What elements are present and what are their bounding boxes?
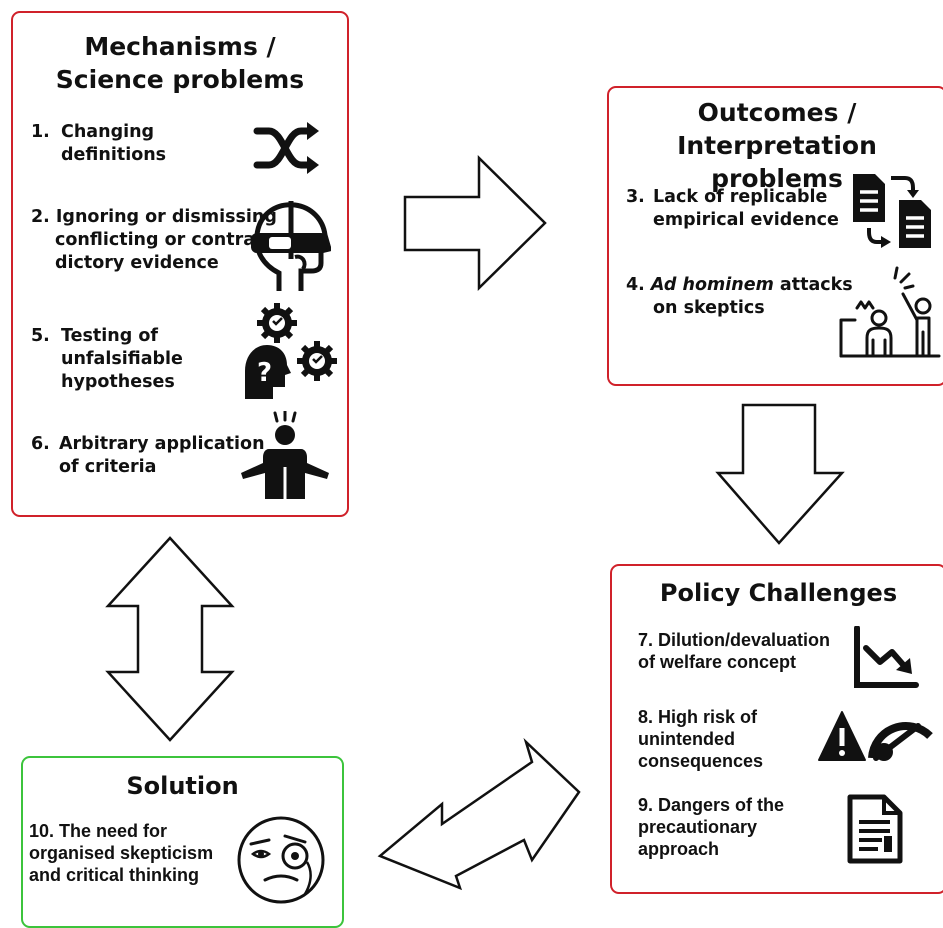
mechanisms-title: Mechanisms / Science problems	[55, 32, 305, 94]
solution-box: Solution 10. The need for organised skep…	[21, 756, 344, 928]
copy-documents-icon	[853, 174, 931, 248]
outcome-item-3: 3.Lack of replicable empirical evidence	[626, 187, 839, 230]
right-arrow	[403, 155, 547, 291]
svg-text:?: ?	[257, 358, 272, 388]
solution-title: Solution	[126, 772, 239, 800]
policy-box: Policy Challenges 7. Dilution/devaluatio…	[610, 564, 943, 894]
declining-chart-icon	[854, 626, 919, 688]
mechanism-item-1: 1.Changing definitions	[31, 122, 167, 165]
vertical-double-arrow	[105, 536, 235, 742]
mechanisms-box: Mechanisms / Science problems 1.Changing…	[11, 11, 349, 517]
warning-gauge-icon	[818, 711, 933, 761]
outcomes-title: Outcomes / Interpretation problems	[677, 98, 877, 193]
policy-item-7: 7. Dilution/devaluation of welfare conce…	[638, 630, 831, 672]
shuffle-icon	[253, 122, 319, 174]
solution-text: 10. The need for organised skepticism an…	[29, 821, 214, 885]
pointing-crowd-icon	[839, 266, 941, 358]
document-icon	[847, 794, 903, 864]
policy-title: Policy Challenges	[659, 579, 898, 607]
policy-item-9: 9. Dangers of the precautionary approach	[638, 795, 785, 859]
outcome-item-4: 4. Ad hominem attacks on skeptics	[626, 275, 853, 318]
policy-item-8: 8. High risk of unintended consequences	[638, 707, 764, 771]
down-arrow	[715, 403, 845, 545]
mechanism-item-5: 5.Testing of unfalsifiable hypotheses	[31, 326, 183, 392]
vr-head-icon	[251, 201, 331, 291]
mechanism-item-2: 2. Ignoring or dismissing conflicting or…	[31, 207, 277, 273]
monocle-face-icon	[237, 816, 325, 904]
mechanism-item-6: 6.Arbitrary application of criteria	[31, 434, 265, 477]
diagonal-double-arrow	[377, 737, 581, 891]
shrugging-person-icon	[241, 411, 329, 499]
gears-question-head-icon: ?	[245, 303, 337, 399]
outcomes-box: Outcomes / Interpretation problems 3.Lac…	[607, 86, 943, 386]
